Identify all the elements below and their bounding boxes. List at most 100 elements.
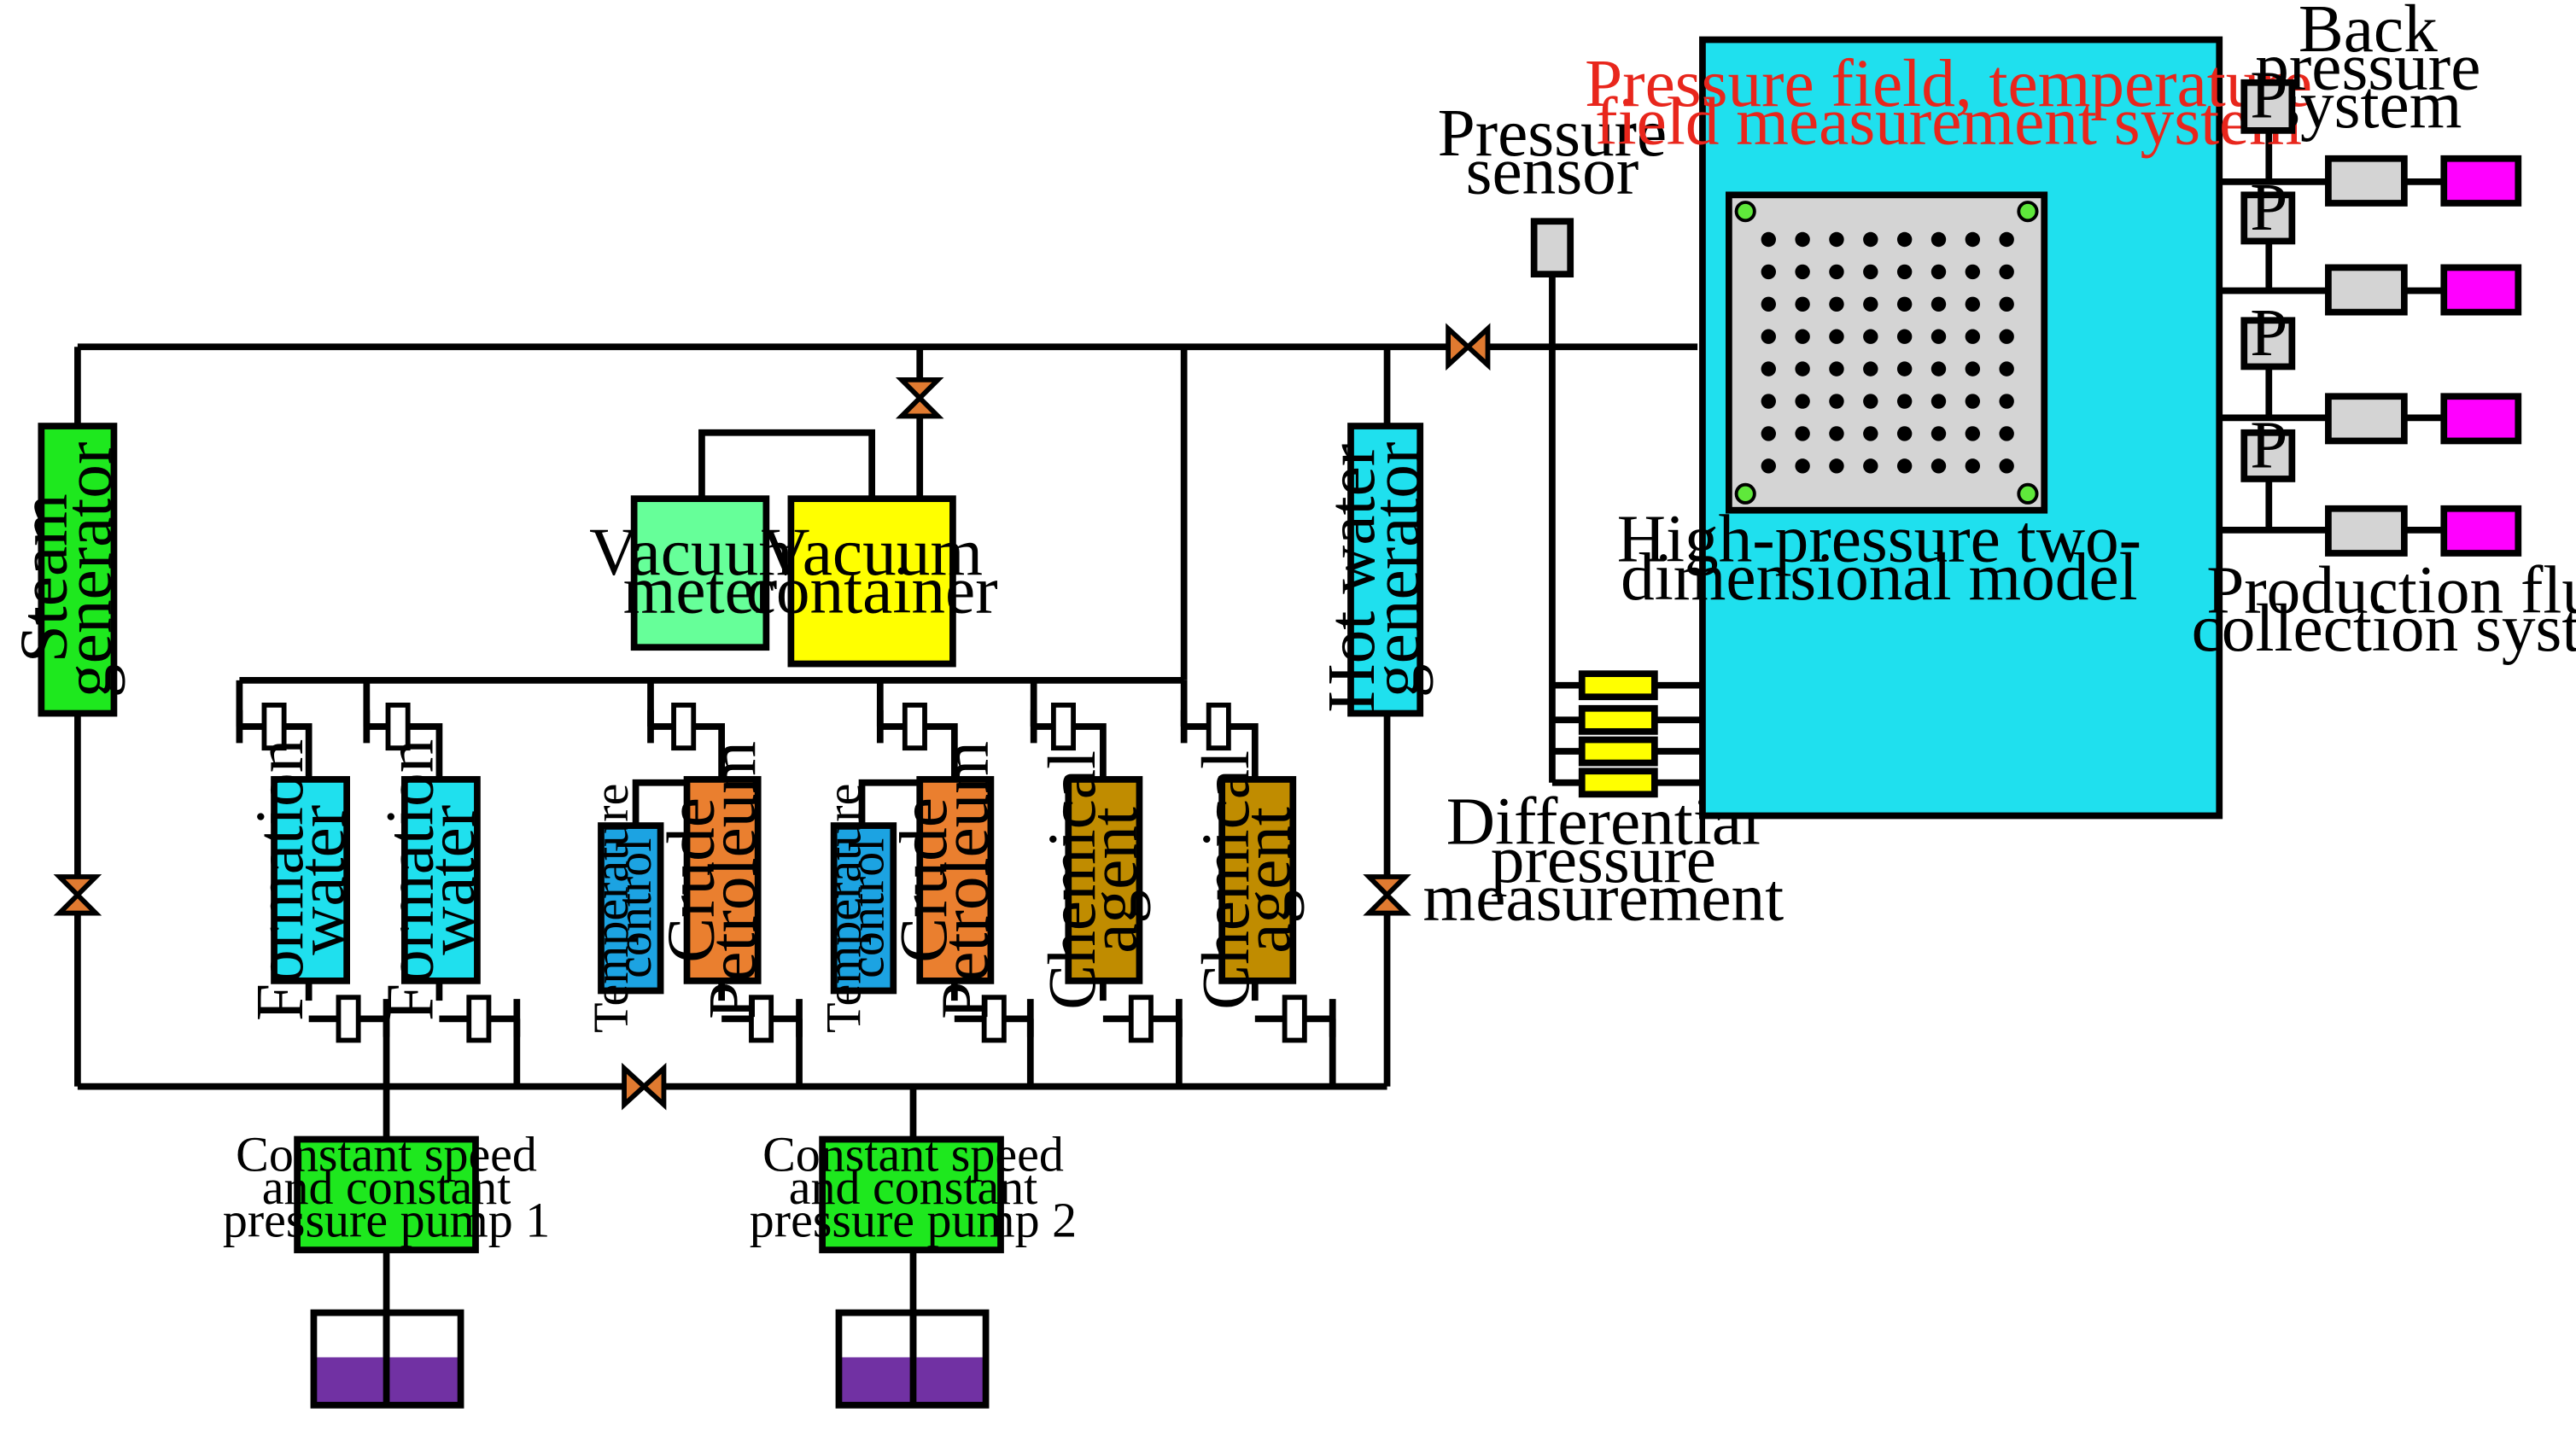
back-pressure-valve: [2325, 393, 2408, 445]
sensor-dot: [1761, 264, 1776, 280]
svg-text:Chemicalagent: Chemicalagent: [1035, 750, 1151, 1010]
check-valve-icon: [721, 995, 803, 1043]
svg-text:CrudePetroleum: CrudePetroleum: [653, 741, 769, 1019]
corner-well-icon: [1734, 201, 1756, 223]
temperature-control-2: Temperaturecontrol: [816, 784, 897, 1033]
valve-icon: [622, 1062, 667, 1111]
sensor-dot: [1931, 329, 1947, 344]
sensor-dot: [1829, 426, 1844, 441]
pressure-gauge: P: [2240, 407, 2296, 482]
sensor-dot: [1931, 296, 1947, 312]
sensor-dot: [1999, 296, 2014, 312]
chemical-agent-vessel-1: Chemicalagent: [1035, 750, 1151, 1010]
sensor-dot: [1761, 296, 1776, 312]
check-valve-icon: [1102, 995, 1183, 1043]
model-label: High-pressure two-dimensional model: [1617, 502, 2141, 615]
sensor-dot: [1829, 361, 1844, 376]
check-valves: [236, 702, 1336, 1043]
sensor-dot: [1829, 394, 1844, 409]
svg-text:Hot water generator: Hot water generator: [1314, 427, 1434, 713]
sensor-dot: [1761, 426, 1776, 441]
crude-petroleum-vessel-1: CrudePetroleum: [653, 741, 769, 1019]
sensor-dot: [1761, 231, 1776, 248]
valve-icon: [895, 377, 944, 419]
sensor-dot: [1795, 264, 1810, 280]
check-valve-icon: [308, 995, 390, 1043]
svg-text:P: P: [2250, 170, 2287, 245]
svg-text:Temperaturecontrol: Temperaturecontrol: [816, 784, 895, 1033]
check-valve-icon: [954, 995, 1034, 1043]
sensor-dot: [1896, 296, 1913, 312]
svg-text:Chemicalagent: Chemicalagent: [1189, 750, 1305, 1010]
sensor-dot: [1863, 458, 1878, 474]
chemical-agent-vessel-2: Chemicalagent: [1189, 750, 1305, 1010]
sensor-dot: [1931, 264, 1947, 280]
sensor-dot: [1761, 394, 1776, 409]
svg-text:Formationwater: Formationwater: [373, 739, 489, 1021]
svg-text:Production fluidcollection sys: Production fluidcollection system: [2192, 553, 2576, 666]
corner-well-icon: [2017, 201, 2039, 223]
sensor-dot: [1999, 394, 2014, 409]
sensor-dot: [1829, 296, 1844, 312]
sensor-dot: [1999, 231, 2014, 248]
check-valve-icon: [1180, 702, 1231, 751]
check-valve-icon: [363, 702, 411, 751]
sensor-dot: [1896, 458, 1913, 474]
sensor-dot: [1896, 394, 1913, 409]
production-fluid-collection: Production fluidcollection system: [2192, 155, 2576, 666]
sensor-dot: [1896, 329, 1913, 344]
sensor-dot: [1795, 458, 1810, 474]
steam-generator: Steam generator: [6, 423, 126, 717]
formation-water-vessel-1: Formationwater: [242, 739, 359, 1021]
valve-icon: [1446, 323, 1491, 371]
fluid-tank-2: [835, 1309, 990, 1409]
sensor-dot: [1761, 361, 1776, 376]
crude-petroleum-vessel-2: CrudePetroleum: [886, 741, 1002, 1019]
sensor-dot: [1761, 458, 1776, 474]
back-pressure-valve: [2325, 505, 2408, 557]
sensor-dot: [1829, 264, 1844, 280]
svg-text:P: P: [2250, 57, 2287, 132]
sensor-dot: [1795, 231, 1810, 248]
svg-text:CrudePetroleum: CrudePetroleum: [886, 741, 1002, 1019]
sensor-dot: [1863, 231, 1878, 248]
svg-text:Formationwater: Formationwater: [242, 739, 359, 1021]
sensor-dot: [1965, 361, 1981, 376]
check-valve-icon: [1030, 702, 1076, 751]
sensor-dot: [1863, 264, 1878, 280]
check-valve-icon: [876, 702, 927, 751]
back-pressure-valve: [2325, 264, 2408, 316]
check-valve-icon: [236, 702, 287, 751]
sensor-dot: [1999, 361, 2014, 376]
sensor-dot: [1795, 394, 1810, 409]
fluid-tank-1: [310, 1309, 464, 1409]
sensor-dot: [1829, 231, 1844, 248]
sensor-dot: [1999, 264, 2014, 280]
sensor-dot: [1965, 264, 1981, 280]
sensor-dot: [1999, 458, 2014, 474]
hot-water-generator: Hot water generator: [1314, 423, 1434, 717]
svg-text:P: P: [2250, 295, 2287, 371]
sensor-dot: [1896, 426, 1913, 441]
two-dimensional-model: [1726, 191, 2048, 514]
sensor-dot: [1829, 329, 1844, 344]
svg-text:Steam generator: Steam generator: [6, 442, 126, 697]
formation-water-vessel-2: Formationwater: [373, 739, 489, 1021]
sensor-dot: [1863, 329, 1878, 344]
sensor-dot: [1795, 361, 1810, 376]
sensor-dot: [1965, 329, 1981, 344]
corner-well-icon: [2017, 482, 2039, 505]
svg-text:Temperaturecontrol: Temperaturecontrol: [583, 784, 662, 1033]
valve-icon: [1363, 874, 1411, 916]
